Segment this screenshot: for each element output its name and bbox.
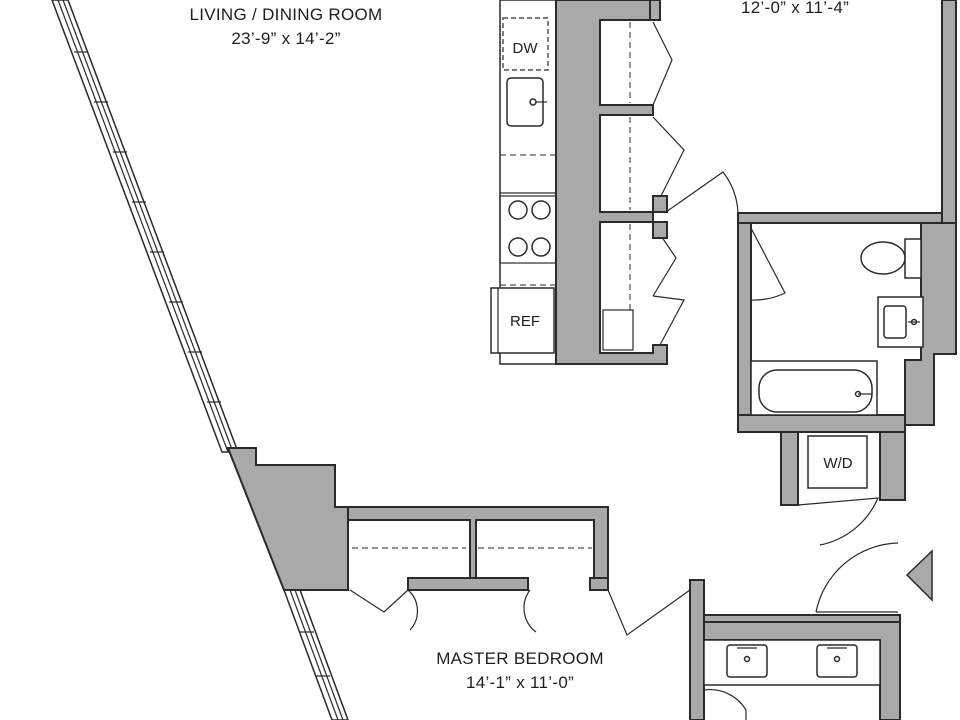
exterior-window-wall-lower (282, 589, 349, 720)
master-bedroom-name: MASTER BEDROOM (436, 649, 604, 668)
refrigerator: REF (490, 287, 555, 354)
cooktop (499, 195, 557, 264)
refrigerator-label: REF (510, 313, 540, 330)
master-closets (335, 506, 705, 720)
structural-column (226, 447, 349, 591)
entry-hall (703, 542, 933, 623)
master-bedroom-dimensions: 14’-1” x 11’-0” (466, 673, 574, 692)
bathroom (737, 222, 957, 433)
washer-dryer-label: W/D (823, 455, 852, 472)
kitchen-sink (506, 77, 547, 127)
dishwasher-label: DW (513, 40, 539, 57)
bedroom-2-dimensions: 12’-0” x 11’-4” (741, 0, 849, 17)
dishwasher: DW (502, 17, 549, 71)
entry-arrow-icon (905, 549, 933, 602)
master-bath (703, 621, 901, 720)
closet-block (555, 0, 685, 365)
laundry-closet: W/D (780, 431, 906, 546)
living-room-name: LIVING / DINING ROOM (189, 5, 382, 24)
exterior-window-wall-upper (51, 0, 240, 453)
living-room-dimensions: 23’-9” x 14’-2” (231, 29, 340, 48)
